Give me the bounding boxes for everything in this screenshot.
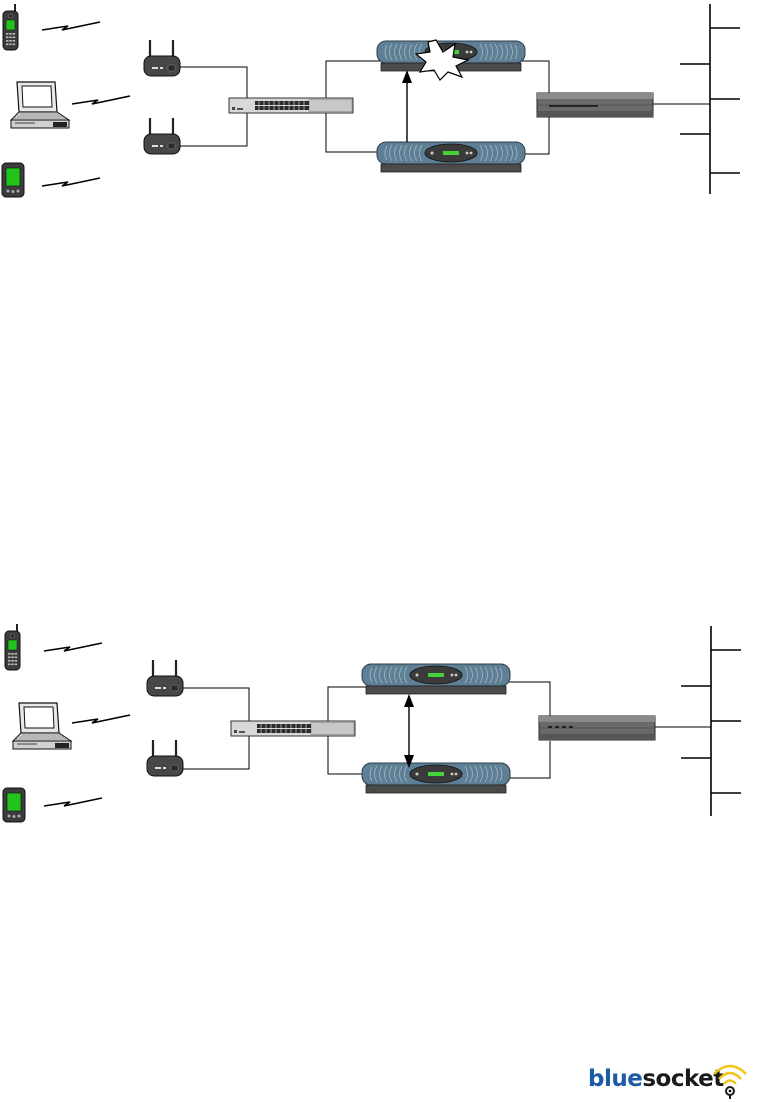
logo-wordmark-blue: blue [588,1066,642,1092]
phone-icon [5,624,20,670]
core-router-icon [537,93,653,117]
logo-wordmark: bluesocket [588,1066,724,1092]
server-bus [680,4,740,194]
sync-arrow [404,694,414,768]
wireless-signal-icon [42,178,100,186]
laptop-icon [13,703,71,749]
secondary-gateway-appliance [377,142,525,172]
network-switch-icon [231,721,355,736]
bluesocket-logo: bluesocket [588,1060,753,1100]
access-point-icon [147,740,183,776]
network-switch-icon [229,98,353,113]
phone-icon [3,4,18,50]
failover-arrow [402,70,412,142]
wireless-signal-icon [42,22,100,30]
access-point-icon [144,118,180,154]
wireless-signal-icon [72,715,130,723]
pda-icon [3,788,25,822]
primary-gateway-appliance [362,664,510,694]
wireless-signal-logo-icon [710,1060,750,1100]
pda-icon [2,163,24,197]
wireless-signal-icon [44,798,102,806]
wireless-signal-icon [72,96,130,104]
diagram-top [2,4,740,197]
secondary-gateway-appliance [362,763,510,793]
access-point-icon [144,40,180,76]
server-bus [681,626,741,816]
diagram-bottom [3,624,741,822]
access-point-icon [147,660,183,696]
laptop-icon [11,82,69,128]
wireless-signal-icon [44,643,102,651]
